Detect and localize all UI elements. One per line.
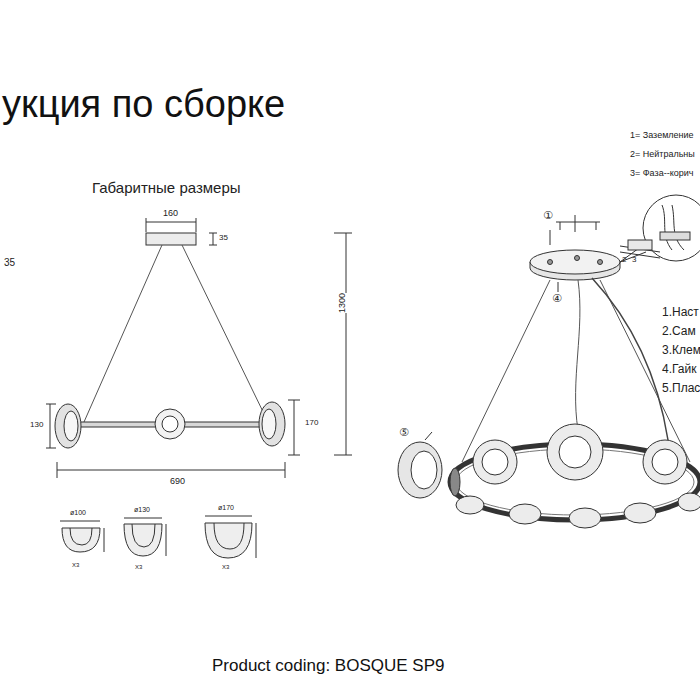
callout-number: 2 [622, 256, 626, 265]
dimension: 35 [4, 257, 15, 268]
quantity: X3 [222, 564, 229, 571]
dimension: 690 [170, 477, 185, 487]
callout-number: ④ [552, 292, 562, 304]
callout-number: ① [543, 209, 553, 221]
page-title: укция по сборке [2, 84, 285, 126]
wire-note: 2= Нейтральны [630, 150, 695, 160]
dimension: ø170 [218, 504, 234, 512]
part-name: 1.Наст [662, 306, 699, 319]
dimension: 35 [219, 234, 228, 243]
section-heading: Габаритные размеры [92, 180, 241, 197]
dimension: 170 [305, 419, 318, 428]
part-name: 3.Клем [662, 344, 700, 357]
dimension: ø100 [70, 509, 86, 517]
dimension: ø130 [134, 506, 150, 514]
product-caption: Product coding: BOSQUE SP9 [212, 657, 444, 676]
part-name: 5.Плас [662, 382, 700, 395]
quantity: X3 [72, 562, 79, 569]
wire-note: 3= Фаза--корич [630, 169, 693, 179]
callout-number: ⑤ [399, 426, 409, 438]
quantity: X3 [135, 564, 142, 571]
wire-note: 1= Заземление [630, 131, 694, 141]
callout-number: 3 [632, 256, 636, 265]
dimension: 1300 [338, 293, 348, 313]
dimension: 130 [30, 421, 43, 430]
dimension: 160 [163, 209, 178, 219]
part-name: 2.Сам [662, 325, 696, 338]
part-name: 4.Гайк [662, 363, 696, 376]
